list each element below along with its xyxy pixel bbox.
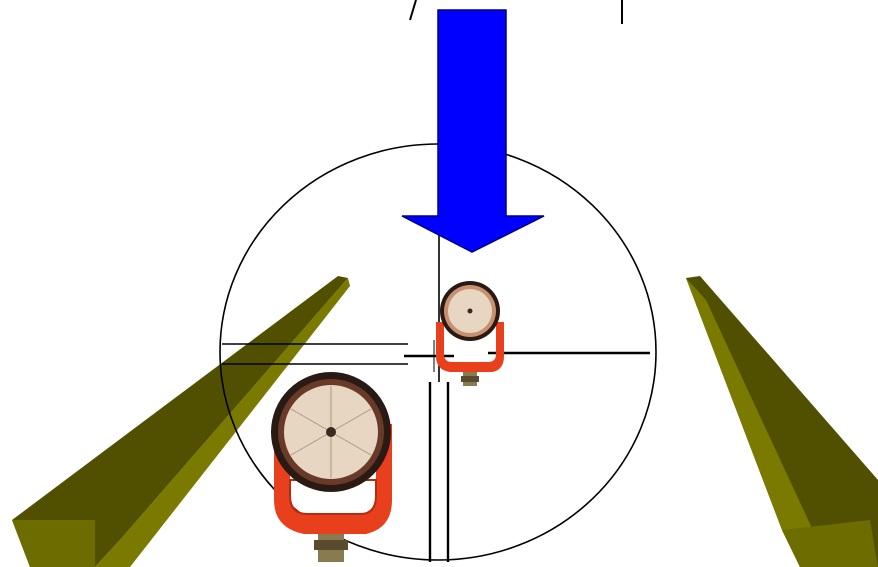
far-prism <box>436 281 504 386</box>
down-arrow-icon <box>402 10 544 252</box>
top-mark-left <box>410 0 416 20</box>
near-prism <box>271 372 392 562</box>
far-prism-center <box>468 309 473 314</box>
near-prism-center <box>326 427 336 437</box>
near-prism-mount-band <box>314 540 348 550</box>
right-rail <box>686 276 878 567</box>
far-prism-mount-base <box>461 376 479 382</box>
left-rail-face <box>12 520 95 567</box>
